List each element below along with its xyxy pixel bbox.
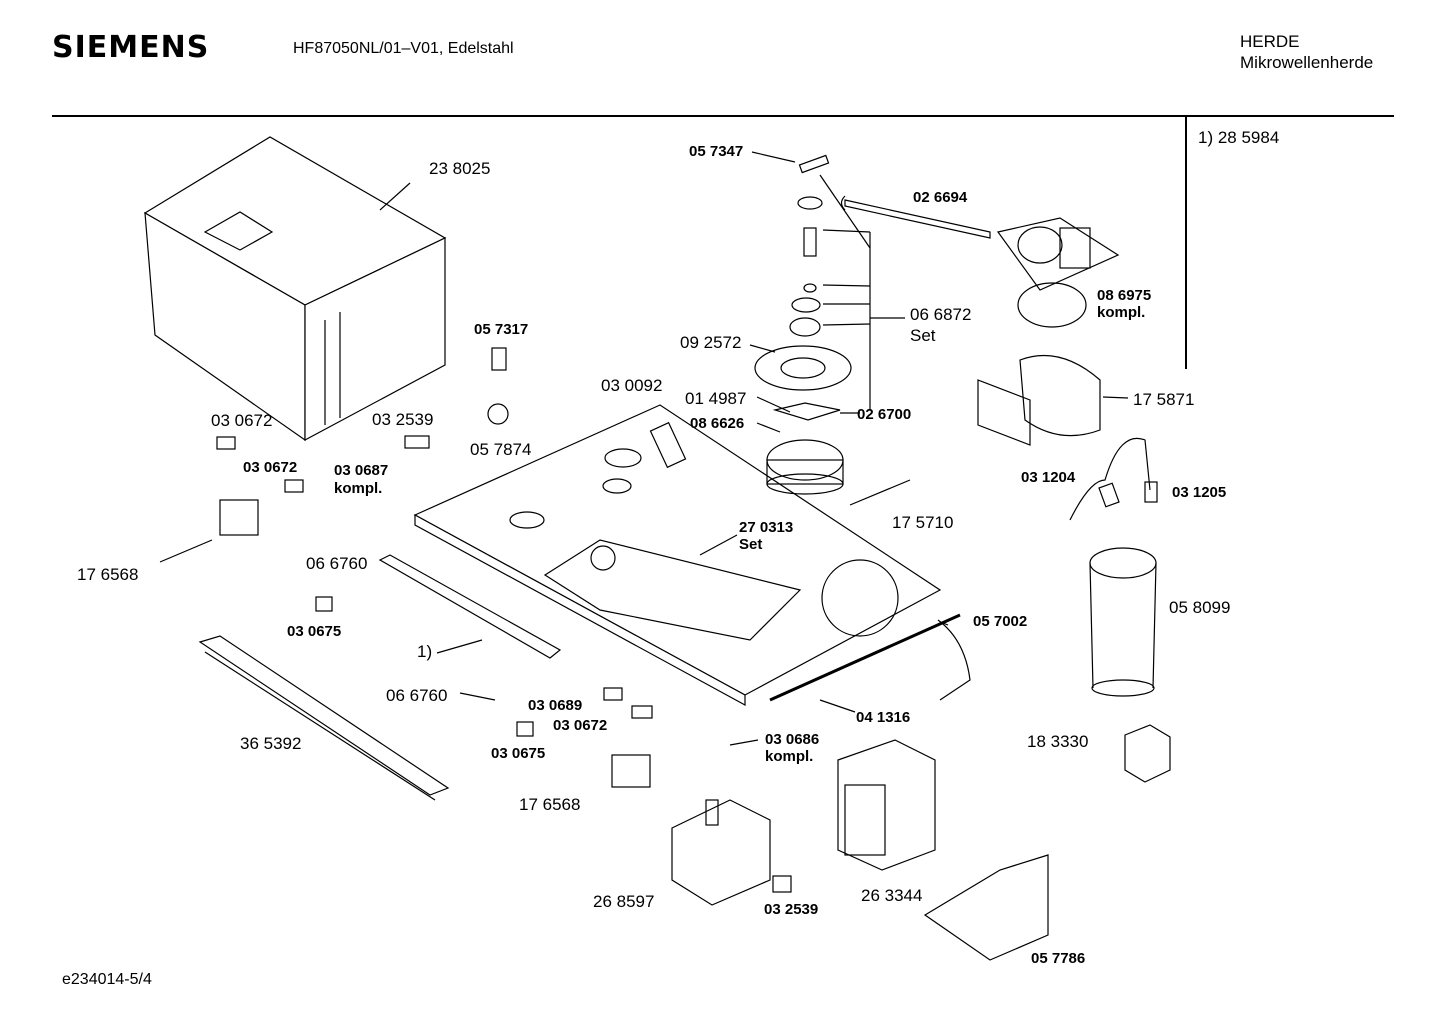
part-label-032539-a: 03 2539 [372, 410, 434, 429]
part-label-175710: 17 5710 [892, 513, 954, 532]
model-title: HF87050NL/01–V01, Edelstahl [293, 40, 514, 57]
outer-cabinet-drawing [143, 136, 447, 442]
part-label-092572: 09 2572 [680, 333, 742, 352]
part-label-057317: 05 7317 [474, 321, 529, 338]
part-label-057874: 05 7874 [470, 440, 532, 459]
part-label-270313-set: Set [739, 536, 763, 553]
air-duct-drawing [977, 354, 1101, 446]
part-label-030672-b: 03 0672 [243, 459, 298, 476]
part-label-031204: 03 1204 [1021, 469, 1076, 486]
part-label-058099: 05 8099 [1169, 598, 1231, 617]
note-divider [1185, 117, 1187, 369]
part-label-030687: 03 0687 [334, 462, 389, 479]
part-label-175871: 17 5871 [1133, 390, 1195, 409]
part-label-026700: 02 6700 [857, 406, 912, 423]
part-label-270313: 27 0313 [739, 519, 794, 536]
category-label: HERDE [1240, 32, 1300, 51]
part-label-030675-a: 03 0675 [287, 623, 342, 640]
magnetron-drawing [671, 799, 771, 906]
header-divider [52, 115, 1394, 117]
part-label-066872: 06 6872 [910, 305, 972, 324]
part-label-footnote-1: 1) [417, 642, 433, 661]
part-label-030092: 03 0092 [601, 376, 663, 395]
part-label-365392: 36 5392 [240, 734, 302, 753]
part-label-086626: 08 6626 [690, 415, 745, 432]
part-label-183330: 18 3330 [1027, 732, 1089, 751]
part-label-057002: 05 7002 [973, 613, 1028, 630]
brand-logo: SIEMENS [52, 30, 210, 65]
part-label-176568-a: 17 6568 [77, 565, 139, 584]
part-label-238025: 23 8025 [429, 159, 491, 178]
drawing-number: e234014-5/4 [62, 971, 152, 988]
capacitor-drawing [1089, 547, 1157, 697]
part-label-032539-b: 03 2539 [764, 901, 819, 918]
base-tray-drawing [413, 404, 942, 707]
part-label-086975: 08 6975 [1097, 287, 1152, 304]
turntable-drive-drawing [754, 154, 905, 495]
part-label-066760-b: 06 6760 [386, 686, 448, 705]
part-label-030672-a: 03 0672 [211, 411, 273, 430]
transformer-drawing [837, 739, 936, 871]
part-label-263344: 26 3344 [861, 886, 923, 905]
part-label-057786: 05 7786 [1031, 950, 1086, 967]
part-label-041316: 04 1316 [856, 709, 911, 726]
part-label-030686: 03 0686 [765, 731, 820, 748]
part-label-066760-a: 06 6760 [306, 554, 368, 573]
part-label-066872-set: Set [910, 326, 936, 345]
part-label-268597: 26 8597 [593, 892, 655, 911]
part-label-030686-kompl: kompl. [765, 748, 814, 765]
part-label-014987: 01 4987 [685, 389, 747, 408]
part-label-030687-kompl: kompl. [334, 480, 383, 497]
part-label-031205: 03 1205 [1172, 484, 1227, 501]
part-label-057347: 05 7347 [689, 143, 744, 160]
part-label-176568-b: 17 6568 [519, 795, 581, 814]
part-label-030689: 03 0689 [528, 697, 583, 714]
part-label-026694: 02 6694 [913, 189, 968, 206]
part-label-030672-c: 03 0672 [553, 717, 608, 734]
fan-motor-drawing [996, 217, 1120, 328]
subcategory-label: Mikrowellenherde [1240, 53, 1374, 72]
footnote-reference: 1) 28 5984 [1198, 128, 1280, 147]
part-label-030675-b: 03 0675 [491, 745, 546, 762]
part-label-086975-kompl: kompl. [1097, 304, 1146, 321]
